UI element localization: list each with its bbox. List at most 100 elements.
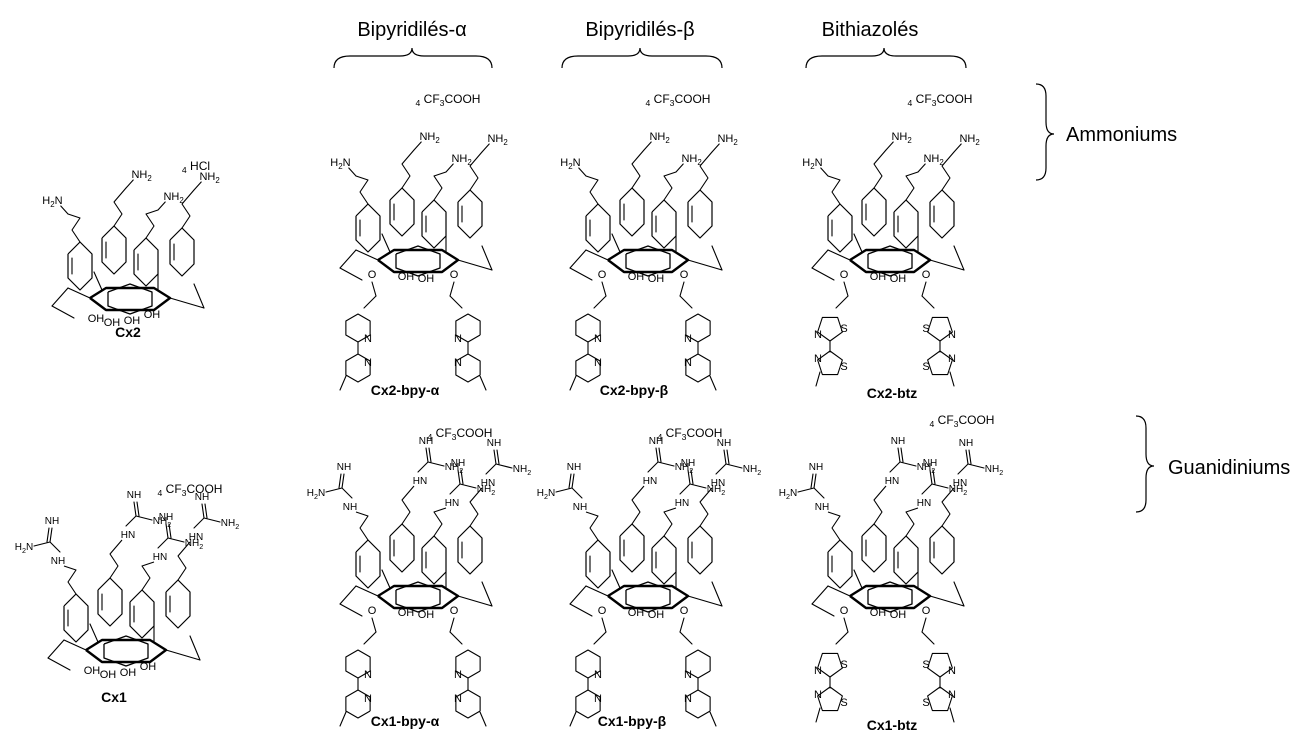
ether-oxygen: O — [598, 269, 607, 281]
guanidine-imine: NH — [451, 458, 465, 469]
ether-oxygen: O — [840, 605, 849, 617]
compound-label-cx1: Cx1 — [101, 689, 127, 705]
molecule-cx1-bpy-b: NHH2NNHHNNH2NHHNNH2NHHNNH2NHOHOHONNONN — [537, 436, 761, 727]
amine-label: NH2 — [487, 133, 507, 147]
pyridine-n: N — [454, 333, 462, 345]
pyridine-n: N — [684, 333, 692, 345]
hydroxyl-label: OH — [100, 669, 117, 681]
ether-oxygen: O — [680, 269, 689, 281]
guanidine-nh: NH — [573, 502, 587, 513]
guanidine-imine: NH — [337, 462, 351, 473]
guanidine-nh2: NH2 — [513, 464, 531, 477]
thiazole-n: N — [814, 665, 822, 677]
hydroxyl-label: OH — [84, 665, 101, 677]
thiazole-n: N — [814, 353, 822, 365]
ether-oxygen: O — [922, 269, 931, 281]
hydroxyl-label: OH — [88, 313, 105, 325]
hydroxyl-label: OH — [418, 609, 435, 621]
pyridine-n: N — [364, 333, 372, 345]
amine-label: NH2 — [419, 131, 439, 145]
pyridine-n: N — [594, 693, 602, 705]
hydroxyl-label: OH — [418, 273, 435, 285]
counterion-cx1-btz: 4 CF3COOH — [930, 413, 995, 429]
header-bithiazole: Bithiazolés — [822, 19, 919, 41]
thiazole-n: N — [948, 353, 956, 365]
header-bipyridyl-beta: Bipyridilés-β — [585, 19, 694, 41]
thiazole-n: N — [948, 329, 956, 341]
amine-label: NH2 — [681, 153, 701, 167]
amine-label: NH2 — [163, 191, 183, 205]
guanidine-nh2: NH2 — [949, 484, 967, 497]
hydroxyl-label: OH — [120, 667, 137, 679]
thiazole-n: N — [814, 329, 822, 341]
guanidine-nh: HN — [153, 552, 167, 563]
compound-label-cx1-btz: Cx1-btz — [867, 717, 918, 733]
counterion-cx1-bpy-a: 4 CF3COOH — [428, 426, 493, 442]
header-bipyridyl-alpha: Bipyridilés-α — [357, 19, 466, 41]
compound-label-cx1-bpy-a: Cx1-bpy-α — [371, 713, 440, 729]
counterion-cx2-bpy-a: 4 CF3COOH — [416, 92, 481, 108]
guanidine-nh: HN — [445, 498, 459, 509]
hydroxyl-label: OH — [890, 273, 907, 285]
guanidine-imine: NH — [681, 458, 695, 469]
guanidine-imine: NH — [195, 492, 209, 503]
molecule-cx1: NHH2NNHHNNH2NHHNNH2NHHNNH2NHOHOHOHOH — [15, 490, 239, 681]
guanidine-nh: HN — [481, 478, 495, 489]
amine-label: NH2 — [451, 153, 471, 167]
amine-label: NH2 — [717, 133, 737, 147]
hydroxyl-label: OH — [648, 609, 665, 621]
pyridine-n: N — [594, 357, 602, 369]
ether-oxygen: O — [450, 605, 459, 617]
ether-oxygen: O — [680, 605, 689, 617]
compound-label-cx1-bpy-b: Cx1-bpy-β — [598, 713, 667, 729]
compound-label-cx2-bpy-b: Cx2-bpy-β — [600, 382, 669, 398]
brace-ammoniums — [1035, 83, 1055, 181]
counterion-cx1-bpy-b: 4 CF3COOH — [658, 426, 723, 442]
guanidine-nh2: H2N — [307, 488, 325, 501]
guanidine-imine: NH — [487, 438, 501, 449]
guanidine-imine: NH — [159, 512, 173, 523]
guanidine-nh2: H2N — [15, 542, 33, 555]
guanidine-nh2: NH2 — [707, 484, 725, 497]
thiazole-s: S — [840, 659, 847, 671]
hydroxyl-label: OH — [870, 607, 887, 619]
guanidine-nh2: H2N — [537, 488, 555, 501]
guanidine-imine: NH — [809, 462, 823, 473]
guanidine-nh: HN — [121, 530, 135, 541]
guanidine-imine: NH — [923, 458, 937, 469]
thiazole-n: N — [948, 689, 956, 701]
guanidine-nh: HN — [189, 532, 203, 543]
pyridine-n: N — [454, 693, 462, 705]
guanidine-nh: HN — [675, 498, 689, 509]
hydroxyl-label: OH — [890, 609, 907, 621]
pyridine-n: N — [594, 333, 602, 345]
hydroxyl-label: OH — [104, 317, 121, 329]
guanidine-nh2: NH2 — [477, 484, 495, 497]
compound-label-cx2-btz: Cx2-btz — [867, 385, 918, 401]
thiazole-n: N — [814, 689, 822, 701]
guanidine-imine: NH — [419, 436, 433, 447]
guanidine-nh2: NH2 — [743, 464, 761, 477]
group-ammoniums: Ammoniums — [1066, 124, 1177, 146]
hydroxyl-label: OH — [398, 271, 415, 283]
molecule-cx1-bpy-a: NHH2NNHHNNH2NHHNNH2NHHNNH2NHOHOHONNONN — [307, 436, 531, 727]
thiazole-s: S — [922, 659, 929, 671]
hydroxyl-label: OH — [870, 271, 887, 283]
thiazole-s: S — [922, 697, 929, 709]
hydroxyl-label: OH — [648, 273, 665, 285]
guanidine-nh: NH — [51, 556, 65, 567]
guanidine-imine: NH — [891, 436, 905, 447]
pyridine-n: N — [684, 669, 692, 681]
guanidine-nh2: H2N — [779, 488, 797, 501]
guanidine-imine: NH — [959, 438, 973, 449]
guanidine-nh: HN — [917, 498, 931, 509]
hydroxyl-label: OH — [628, 271, 645, 283]
amine-label: NH2 — [199, 171, 219, 185]
pyridine-n: N — [454, 669, 462, 681]
guanidine-nh: HN — [643, 476, 657, 487]
amine-label: NH2 — [891, 131, 911, 145]
